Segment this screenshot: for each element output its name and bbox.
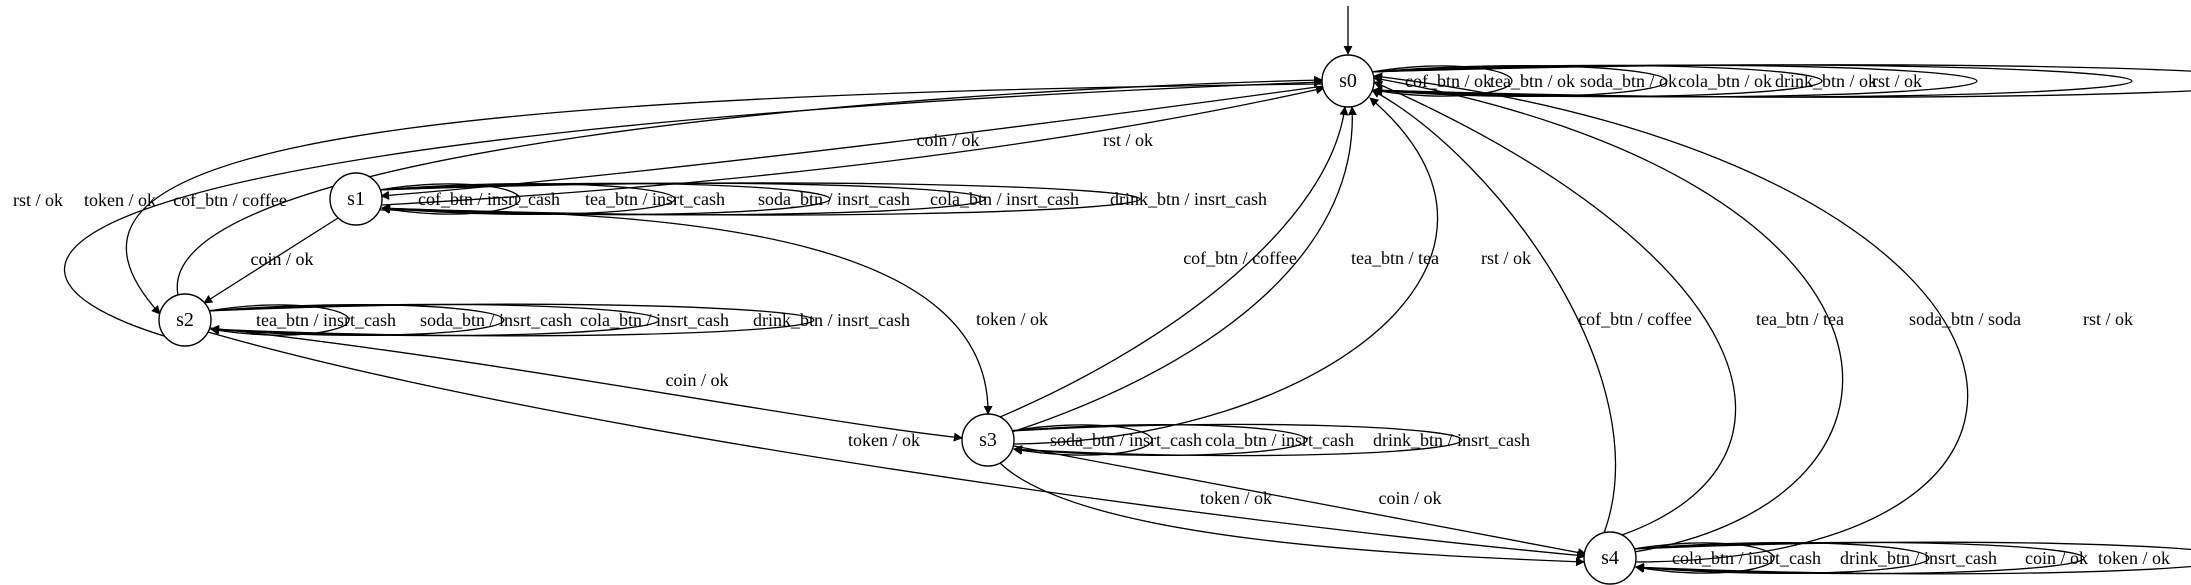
state-label: s0 (1339, 70, 1357, 92)
state-circle (329, 172, 383, 226)
state-node-s4: s4 (1583, 531, 1637, 585)
transition-label: cof_btn / coffee (1183, 248, 1297, 268)
transition-label: soda_btn / soda (1909, 309, 2021, 329)
transition-edge (999, 462, 1585, 567)
transition-label: cof_btn / ok (1405, 71, 1492, 91)
transition-edge (1371, 89, 1616, 534)
transition-label: drink_btn / insrt_cash (1110, 189, 1267, 209)
transition-label: cola_btn / insrt_cash (1672, 548, 1821, 568)
transition-label: token / ok (2098, 548, 2170, 568)
state-circle (1321, 54, 1375, 108)
transition-edge (1373, 72, 1969, 563)
transition-label: drink_btn / insrt_cash (1840, 548, 1997, 568)
transition-label: cof_btn / coffee (173, 190, 287, 210)
transition-label: token / ok (976, 309, 1048, 329)
transition-edge (1371, 65, 1513, 97)
transition-label: coin / ok (2025, 548, 2088, 568)
transition-label: cola_btn / insrt_cash (580, 310, 729, 330)
state-node-s3: s3 (961, 413, 1015, 467)
transition-label: cola_btn / insrt_cash (930, 189, 1079, 209)
transition-label: rst / ok (2083, 309, 2133, 329)
transition-label: coin / ok (251, 249, 314, 269)
transition-label: tea_btn / tea (1756, 309, 1844, 329)
transition-label: tea_btn / tea (1351, 248, 1439, 268)
state-label: s3 (979, 429, 997, 451)
state-circle (961, 413, 1015, 467)
transition-label: coin / ok (666, 370, 729, 390)
state-label: s2 (176, 309, 194, 331)
transition-edge (1011, 423, 1463, 457)
transition-label: cof_btn / insrt_cash (418, 189, 560, 209)
transition-edge (203, 217, 339, 304)
transition-edge (176, 75, 1323, 296)
transition-edge (1633, 541, 2191, 575)
transition-label: soda_btn / insrt_cash (1050, 430, 1202, 450)
state-circle (1583, 531, 1637, 585)
state-circle (158, 293, 212, 347)
transition-edge (1013, 97, 1439, 445)
transition-label: coin / ok (917, 130, 980, 150)
transition-edge (379, 209, 993, 415)
transition-label: drink_btn / ok (1775, 71, 1877, 91)
transition-label: cof_btn / coffee (1578, 309, 1692, 329)
transition-edge (208, 303, 815, 337)
transition-label: rst / ok (1481, 248, 1531, 268)
state-node-s0: s0 (1321, 54, 1375, 108)
transition-edge (125, 83, 1323, 315)
transition-label: tea_btn / insrt_cash (256, 310, 396, 330)
transition-edge (1011, 106, 1357, 433)
transition-label: tea_btn / ok (1490, 71, 1575, 91)
transition-edge (1633, 542, 1775, 574)
transition-edge (379, 183, 521, 215)
transition-edge (380, 85, 1325, 200)
transition-edge (1011, 424, 1153, 456)
transition-label: coin / ok (1379, 488, 1442, 508)
state-node-s1: s1 (329, 172, 383, 226)
state-node-s2: s2 (158, 293, 212, 347)
transition-edge (1373, 81, 1737, 536)
transition-edge (999, 106, 1349, 418)
transition-label: token / ok (1200, 488, 1272, 508)
transition-label: tea_btn / insrt_cash (585, 189, 725, 209)
transition-label: soda_btn / ok (1580, 71, 1677, 91)
transition-edge (209, 327, 963, 442)
transition-label: rst / ok (13, 190, 63, 210)
transition-edge (1371, 64, 2191, 98)
state-label: s1 (347, 188, 365, 210)
transition-edge (381, 85, 1325, 206)
transition-label: drink_btn / insrt_cash (1373, 430, 1530, 450)
transition-label: soda_btn / insrt_cash (758, 189, 910, 209)
transition-label: token / ok (84, 190, 156, 210)
transition-edge (1373, 75, 1844, 553)
transition-label: cola_btn / ok (1678, 71, 1772, 91)
state-label: s4 (1601, 547, 1619, 569)
transition-edge (207, 331, 1586, 560)
transition-label: drink_btn / insrt_cash (753, 310, 910, 330)
transition-label: token / ok (848, 430, 920, 450)
transition-edge (379, 182, 1141, 216)
transition-edge (1013, 445, 1587, 558)
transition-label: cola_btn / insrt_cash (1205, 430, 1354, 450)
transition-label: rst / ok (1103, 130, 1153, 150)
transition-label: soda_btn / insrt_cash (420, 310, 572, 330)
transition-label: rst / ok (1872, 71, 1922, 91)
